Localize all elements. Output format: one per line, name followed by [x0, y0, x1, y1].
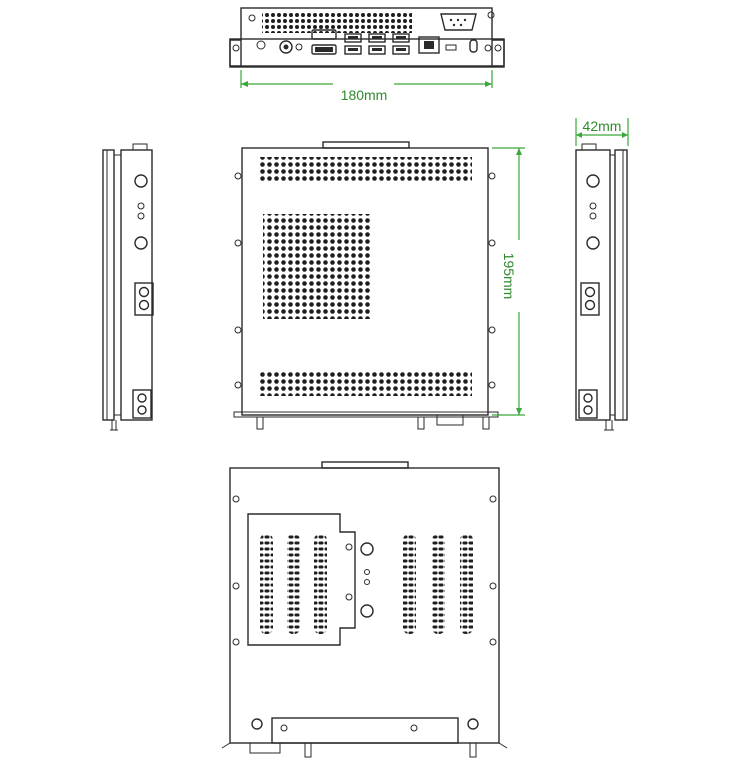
hdmi-port-icon: [311, 44, 337, 55]
top-vent-grid: [263, 214, 372, 319]
vga-port-icon: [440, 13, 477, 31]
displayport-icon: [311, 29, 337, 40]
width-label: 180mm: [341, 87, 388, 103]
side-port-block: [134, 282, 154, 316]
ethernet-port-icon: [418, 36, 440, 54]
usb-ports-icon: [344, 33, 410, 55]
height-dimension: 195mm: [492, 147, 525, 416]
top-vent-strip-lower: [259, 372, 472, 396]
front-io-panel-view: [229, 7, 505, 68]
height-label: 195mm: [501, 253, 517, 300]
left-side-view: [102, 143, 154, 431]
right-side-view: [575, 143, 628, 431]
depth-dimension: 42mm: [575, 118, 629, 146]
bottom-view: [221, 461, 508, 758]
top-view: [233, 141, 499, 430]
power-button-icon: [279, 40, 293, 54]
depth-label: 42mm: [583, 118, 622, 134]
bottom-access-plate: [247, 513, 356, 646]
front-vent-holes: [262, 13, 412, 33]
width-dimension: 180mm: [240, 70, 493, 103]
bottom-vent-slots: [403, 534, 416, 634]
top-vent-strip-upper: [259, 157, 472, 181]
